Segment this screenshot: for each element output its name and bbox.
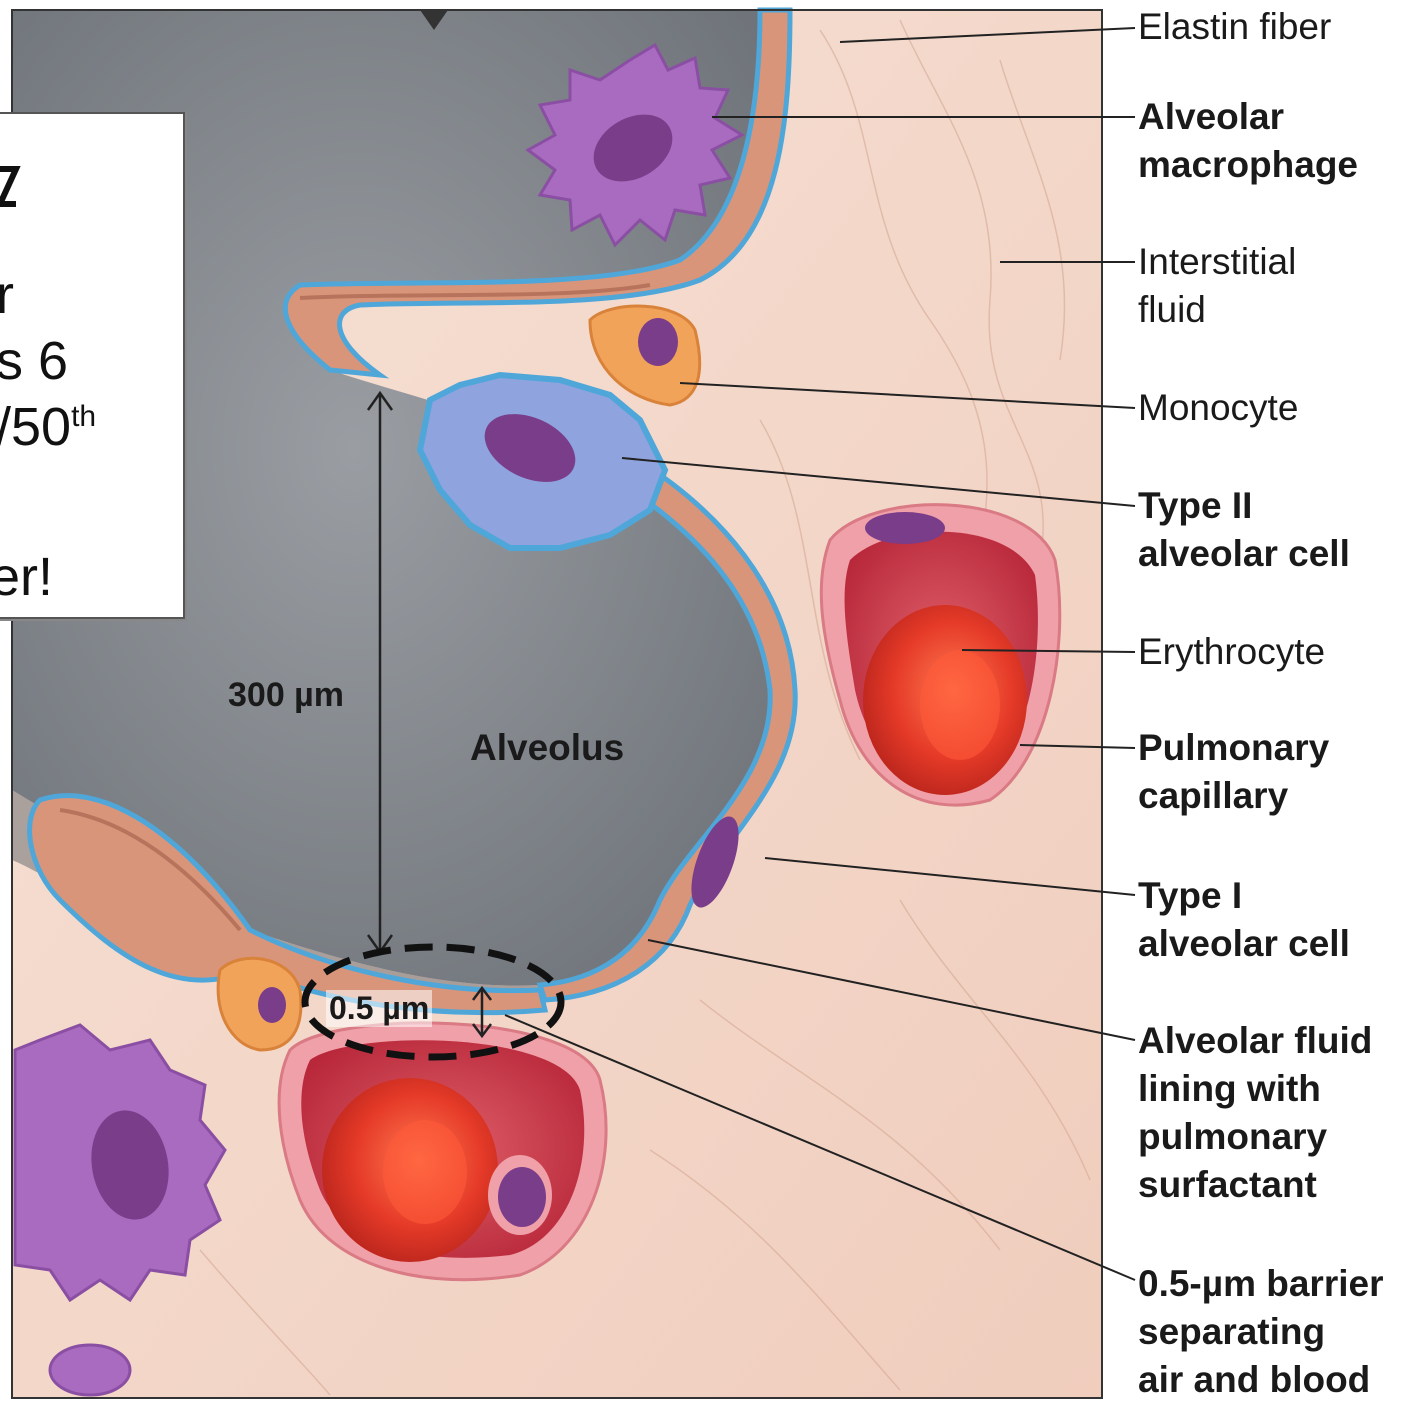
slide-text-box: r s 6 /50th er! bbox=[0, 112, 185, 619]
label-pulmonary-capillary: Pulmonary capillary bbox=[1138, 724, 1329, 820]
cropped-glyph-fragment bbox=[0, 149, 50, 229]
slide-fragment-3: /50th bbox=[0, 396, 96, 458]
barrier-measure-label: 0.5 µm bbox=[326, 990, 432, 1027]
slide-fragment-4: er! bbox=[0, 546, 53, 608]
label-erythrocyte: Erythrocyte bbox=[1138, 628, 1325, 676]
alveolus-label: Alveolus bbox=[470, 727, 624, 769]
label-monocyte: Monocyte bbox=[1138, 384, 1298, 432]
label-elastin-fiber: Elastin fiber bbox=[1138, 3, 1331, 51]
label-interstitial-fluid: Interstitial fluid bbox=[1138, 238, 1296, 334]
bottom-cell-fragment bbox=[50, 1345, 130, 1395]
slide-fragment-1: r bbox=[0, 264, 14, 326]
label-barrier: 0.5-µm barrier separating air and blood bbox=[1138, 1260, 1384, 1404]
slide-fragment-2: s 6 bbox=[0, 330, 68, 392]
label-alveolar-macrophage: Alveolar macrophage bbox=[1138, 93, 1358, 189]
label-type-i-alveolar-cell: Type I alveolar cell bbox=[1138, 872, 1350, 968]
label-alveolar-fluid-lining: Alveolar fluid lining with pulmonary sur… bbox=[1138, 1017, 1372, 1209]
label-type-ii-alveolar-cell: Type II alveolar cell bbox=[1138, 482, 1350, 578]
diameter-label: 300 µm bbox=[228, 676, 344, 715]
